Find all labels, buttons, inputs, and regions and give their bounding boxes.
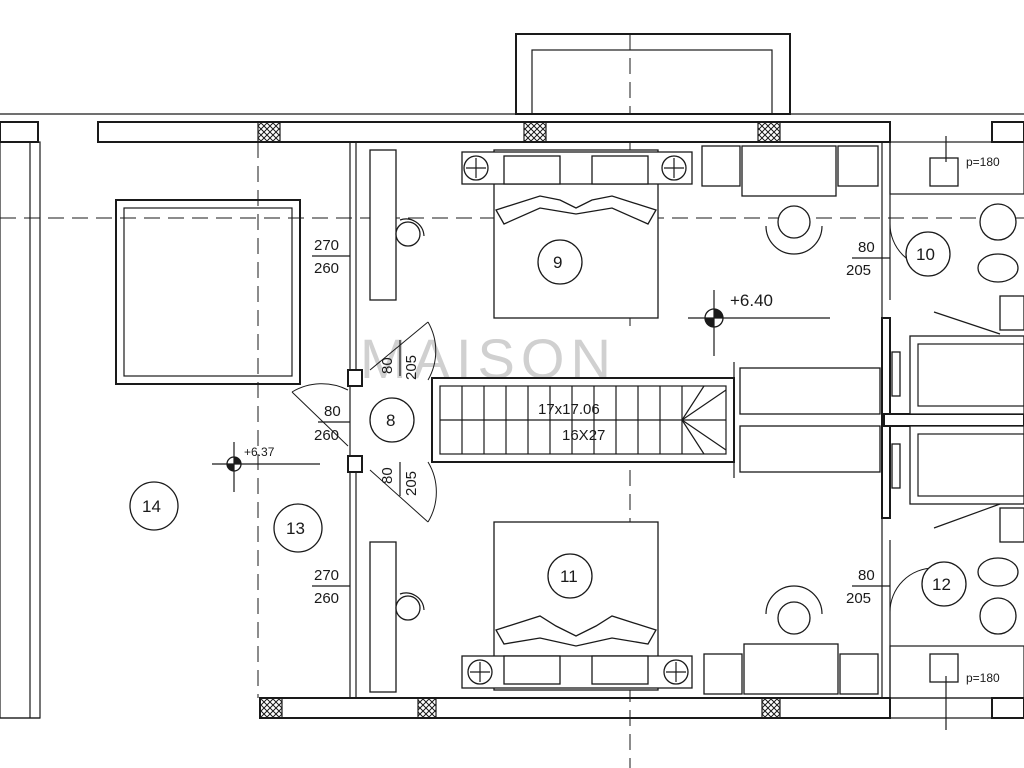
door8-dim-a: 80 bbox=[324, 403, 341, 420]
terrace-left-edge bbox=[0, 141, 41, 719]
door10-dim-a: 80 bbox=[858, 239, 875, 256]
door11-dim-a: 80 bbox=[379, 467, 396, 484]
bathroom-wall bbox=[881, 142, 1024, 698]
door11-dim-b: 205 bbox=[403, 471, 420, 496]
door8-dim-b: 260 bbox=[314, 427, 339, 444]
top-wall bbox=[0, 121, 1024, 143]
elevation-marker-main bbox=[688, 290, 830, 356]
bottom-wall bbox=[0, 697, 1024, 719]
desk-room11 bbox=[703, 585, 879, 695]
room-14-label: 14 bbox=[129, 481, 179, 531]
svg-text:8: 8 bbox=[386, 411, 395, 430]
door12-dim-a: 80 bbox=[858, 567, 875, 584]
room9-window-dim-a: 270 bbox=[314, 237, 339, 254]
room-10-label: 10 bbox=[905, 231, 951, 277]
elevation-main: +6.40 bbox=[730, 291, 773, 310]
chair-room9 bbox=[395, 218, 425, 247]
room11-window-dim-b: 260 bbox=[314, 590, 339, 607]
room-11-label: 11 bbox=[547, 553, 593, 599]
door12-dim-b: 205 bbox=[846, 590, 871, 607]
svg-text:9: 9 bbox=[553, 253, 562, 272]
staircase bbox=[431, 377, 735, 463]
door9-dim-a: 80 bbox=[379, 357, 396, 374]
parapet-top: p=180 bbox=[966, 155, 1000, 169]
bed-room9 bbox=[461, 149, 693, 319]
parapet-bottom: p=180 bbox=[966, 671, 1000, 685]
interior-west-wall bbox=[349, 142, 357, 698]
room11-window-dim-a: 270 bbox=[314, 567, 339, 584]
elevation-terrace: +6.37 bbox=[244, 445, 275, 459]
desk-room9 bbox=[701, 145, 879, 255]
corridor-walls bbox=[733, 362, 881, 478]
door-terrace bbox=[291, 383, 349, 447]
room-8-label: 8 bbox=[369, 397, 415, 443]
door10-dim-b: 205 bbox=[846, 262, 871, 279]
balcony-top bbox=[515, 33, 791, 115]
svg-text:11: 11 bbox=[560, 567, 578, 586]
door-room11 bbox=[369, 461, 437, 523]
stair-dimension-1: 17x17.06 bbox=[538, 401, 600, 418]
wardrobe-room9 bbox=[369, 149, 397, 301]
chair-room11 bbox=[395, 592, 425, 621]
svg-text:14: 14 bbox=[142, 497, 161, 516]
stair-dimension-2: 16X27 bbox=[562, 427, 605, 444]
bed-room11 bbox=[461, 521, 693, 691]
svg-text:10: 10 bbox=[916, 245, 935, 264]
room9-window-dim-b: 260 bbox=[314, 260, 339, 277]
bathroom-10 bbox=[889, 136, 1024, 415]
elevation-marker-terrace bbox=[212, 442, 320, 492]
room-12-label: 12 bbox=[921, 561, 967, 607]
room-9-label: 9 bbox=[537, 239, 583, 285]
door9-dim-b: 205 bbox=[403, 355, 420, 380]
room-13-label: 13 bbox=[273, 503, 323, 553]
bathroom-12 bbox=[889, 425, 1024, 730]
post-top bbox=[347, 369, 363, 387]
door-room9 bbox=[369, 321, 437, 381]
svg-text:13: 13 bbox=[286, 519, 305, 538]
svg-text:12: 12 bbox=[932, 575, 951, 594]
wardrobe-room11 bbox=[369, 541, 397, 693]
skylight bbox=[115, 199, 301, 385]
post-bottom bbox=[347, 455, 363, 473]
